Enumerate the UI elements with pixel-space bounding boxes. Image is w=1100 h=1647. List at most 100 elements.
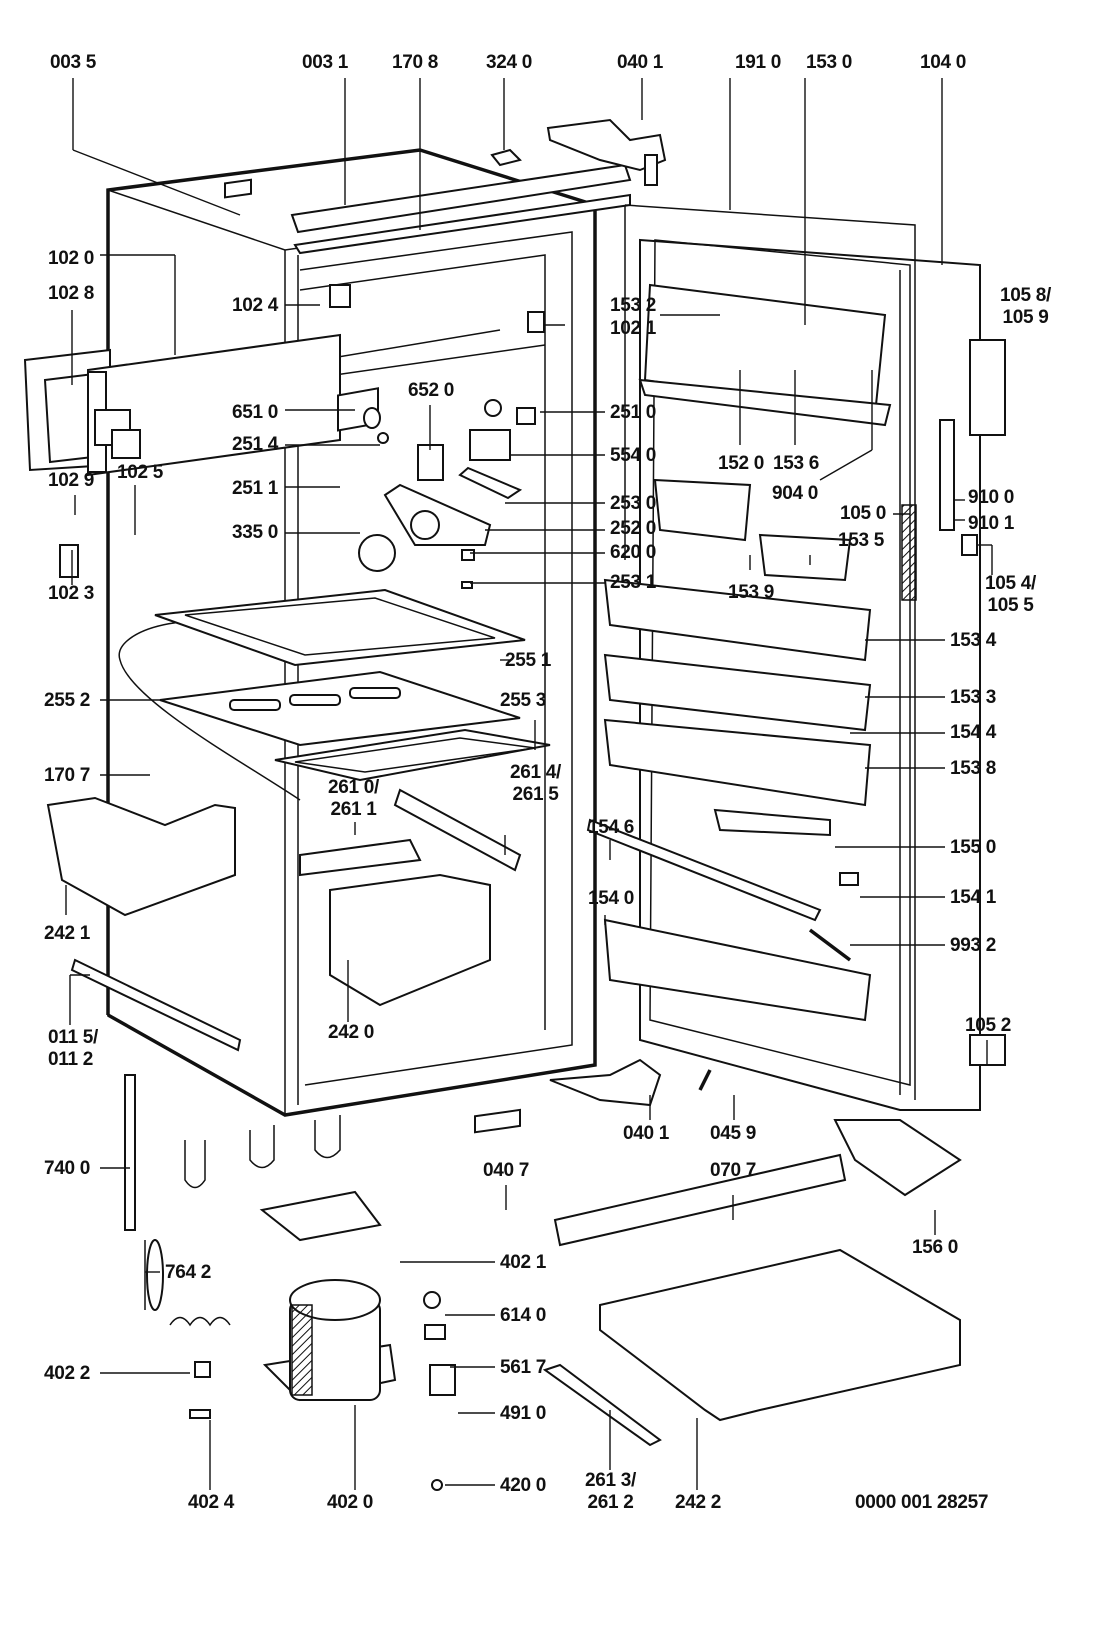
label-070-7: 070 7: [710, 1160, 757, 1181]
label-993-2: 993 2: [950, 935, 997, 956]
label-152-0: 152 0: [718, 453, 765, 474]
label-153-8: 153 8: [950, 758, 997, 779]
label-402-1: 402 1: [500, 1252, 547, 1273]
part-4022: [194, 1361, 211, 1378]
label-740-0: 740 0: [44, 1158, 91, 1179]
door-bins: [586, 283, 892, 1022]
label-255-1: 255 1: [505, 650, 552, 671]
rail-2614: [393, 788, 522, 872]
label-011-5-011-2: 011 5/ 011 2: [48, 1027, 98, 1070]
label-040-1-bottom: 040 1: [623, 1123, 670, 1144]
label-253-0: 253 0: [610, 493, 657, 514]
top-hinge: [546, 118, 667, 186]
label-003-1: 003 1: [302, 52, 349, 73]
label-561-7: 561 7: [500, 1357, 547, 1378]
label-003-5: 003 5: [50, 52, 97, 73]
part-4024: [189, 1409, 211, 1419]
compressor: [259, 1190, 397, 1402]
part-1054: [961, 534, 978, 556]
label-102-4: 102 4: [232, 295, 279, 316]
label-402-0: 402 0: [327, 1492, 374, 1513]
label-335-0: 335 0: [232, 522, 279, 543]
label-105-2: 105 2: [965, 1015, 1012, 1036]
label-252-0: 252 0: [610, 518, 657, 539]
drawer-2420: [299, 838, 491, 1007]
label-040-7: 040 7: [483, 1160, 530, 1181]
label-491-0: 491 0: [500, 1403, 547, 1424]
label-102-3: 102 3: [48, 583, 95, 604]
label-620-0: 620 0: [610, 542, 657, 563]
label-242-0: 242 0: [328, 1022, 375, 1043]
freezer-drawer-2421: [46, 796, 236, 917]
label-910-1: 910 1: [968, 513, 1015, 534]
label-764-2: 764 2: [165, 1262, 212, 1283]
label-102-5: 102 5: [117, 462, 164, 483]
part-0459: [698, 1069, 712, 1091]
part-1025: [111, 429, 141, 459]
label-105-4-105-5: 105 4/ 105 5: [985, 573, 1037, 616]
label-040-1-top: 040 1: [617, 52, 664, 73]
label-153-2: 153 2: [610, 295, 657, 316]
part-0407: [474, 1108, 521, 1134]
vegetable-drawer-2422: [599, 1248, 961, 1422]
thermostat-assembly: [337, 387, 536, 589]
label-153-0: 153 0: [806, 52, 853, 73]
rail-2613: [542, 1363, 662, 1447]
part-9932: [808, 928, 852, 962]
top-rails: [224, 148, 632, 255]
part-1024: [329, 284, 351, 308]
part-4910: [429, 1364, 456, 1396]
label-251-1: 251 1: [232, 478, 279, 499]
bottom-hinge: [549, 1058, 662, 1107]
label-170-8: 170 8: [392, 52, 439, 73]
leader-lines: [65, 78, 993, 1490]
label-261-0-261-1: 261 0/ 261 1: [328, 777, 380, 820]
label-156-0: 156 0: [912, 1237, 959, 1258]
catalog-number: 0000 001 28257: [855, 1492, 989, 1513]
label-554-0: 554 0: [610, 445, 657, 466]
part-5617: [424, 1324, 446, 1340]
freezer-door: [23, 333, 341, 477]
label-104-0: 104 0: [920, 52, 967, 73]
label-155-0: 155 0: [950, 837, 997, 858]
label-253-1: 253 1: [610, 572, 657, 593]
label-324-0: 324 0: [486, 52, 533, 73]
label-170-7: 170 7: [44, 765, 91, 786]
label-402-2: 402 2: [44, 1363, 91, 1384]
label-153-9: 153 9: [728, 582, 775, 603]
part-1541: [839, 872, 859, 886]
label-255-3: 255 3: [500, 690, 547, 711]
label-154-6: 154 6: [588, 817, 635, 838]
label-154-4: 154 4: [950, 722, 997, 743]
label-153-6: 153 6: [773, 453, 820, 474]
label-102-0: 102 0: [48, 248, 95, 269]
label-153-4: 153 4: [950, 630, 997, 651]
label-045-9: 045 9: [710, 1123, 757, 1144]
label-154-0: 154 0: [588, 888, 635, 909]
part-4200: [431, 1479, 443, 1491]
label-251-4: 251 4: [232, 434, 279, 455]
label-652-0: 652 0: [408, 380, 455, 401]
label-105-8-105-9: 105 8/ 105 9: [1000, 285, 1052, 328]
label-251-0: 251 0: [610, 402, 657, 423]
ice-tray-1560: [833, 1119, 962, 1197]
part-1058: [969, 339, 1006, 436]
label-402-4: 402 4: [188, 1492, 235, 1513]
shelves: [154, 588, 551, 782]
condenser: [124, 1074, 341, 1327]
label-242-1: 242 1: [44, 923, 91, 944]
label-904-0: 904 0: [772, 483, 819, 504]
rail-0115: [70, 958, 242, 1052]
fridge-door: [624, 204, 981, 1111]
label-102-9: 102 9: [48, 470, 95, 491]
label-261-3-261-2: 261 3/ 261 2: [585, 1470, 637, 1513]
label-242-2: 242 2: [675, 1492, 722, 1513]
label-261-4-261-5: 261 4/ 261 5: [510, 762, 562, 805]
label-614-0: 614 0: [500, 1305, 547, 1326]
part-9100: [939, 419, 955, 531]
label-420-0: 420 0: [500, 1475, 547, 1496]
label-102-8: 102 8: [48, 283, 95, 304]
part-1021: [527, 311, 545, 333]
label-255-2: 255 2: [44, 690, 91, 711]
